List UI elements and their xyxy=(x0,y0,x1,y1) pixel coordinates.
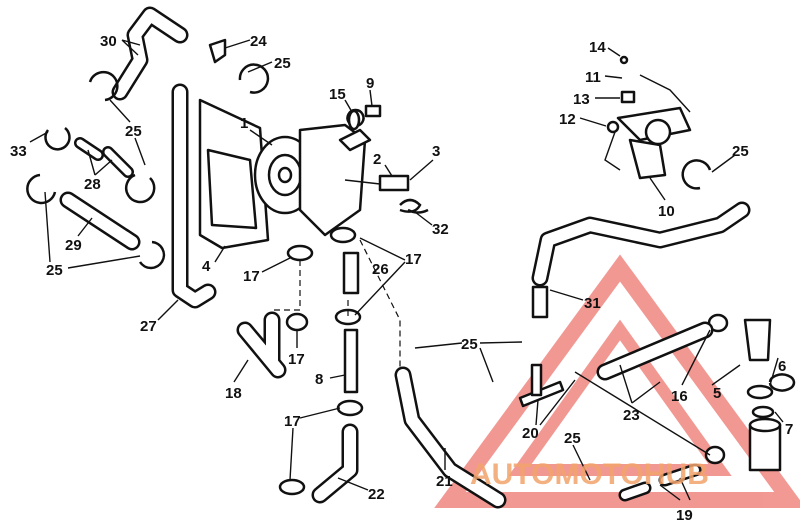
label-23: 23 xyxy=(623,407,640,424)
label-25: 25 xyxy=(125,123,142,140)
gasket-plate-4 xyxy=(198,98,270,250)
label-17: 17 xyxy=(405,251,422,268)
label-10: 10 xyxy=(658,203,675,220)
label-20: 20 xyxy=(522,425,539,442)
label-28: 28 xyxy=(84,176,101,193)
leader-lines xyxy=(29,39,784,501)
hose-23 xyxy=(596,321,714,381)
label-27: 27 xyxy=(140,318,157,335)
hose-19 xyxy=(618,463,702,502)
label-6: 6 xyxy=(778,358,786,375)
hose-26 xyxy=(342,251,360,394)
label-29: 29 xyxy=(65,237,82,254)
label-17: 17 xyxy=(288,351,305,368)
tee-fitting-20 xyxy=(518,363,565,408)
watermark-text: AUTOMOTOHUB xyxy=(470,458,709,491)
label-17: 17 xyxy=(243,268,260,285)
label-21: 21 xyxy=(436,473,453,490)
label-26: 26 xyxy=(372,261,389,278)
label-25: 25 xyxy=(274,55,291,72)
label-3: 3 xyxy=(432,143,440,160)
label-15: 15 xyxy=(329,86,346,103)
label-33: 33 xyxy=(10,143,27,160)
label-11: 11 xyxy=(585,69,601,86)
label-13: 13 xyxy=(573,91,590,108)
label-9: 9 xyxy=(366,75,374,92)
electric-pump-10 xyxy=(604,55,692,180)
small-parts xyxy=(208,38,429,214)
label-4: 4 xyxy=(202,258,211,275)
label-25: 25 xyxy=(564,430,581,447)
hose-21 xyxy=(394,366,507,509)
label-12: 12 xyxy=(559,111,576,128)
hose-clamps-17 xyxy=(278,226,729,496)
hose-29 xyxy=(59,191,141,251)
clamps xyxy=(26,63,796,392)
hose-18 xyxy=(236,311,287,379)
routing-lines xyxy=(272,239,401,370)
label-32: 32 xyxy=(432,221,449,238)
fuel-pump-1 xyxy=(253,108,372,237)
label-25: 25 xyxy=(732,143,749,160)
label-1: 1 xyxy=(240,115,248,132)
label-7: 7 xyxy=(785,421,793,438)
label-30: 30 xyxy=(100,33,117,50)
fuel-filter xyxy=(743,318,782,472)
label-19: 19 xyxy=(676,507,693,524)
hose-22 xyxy=(311,423,359,504)
label-18: 18 xyxy=(225,385,242,402)
hose-16 xyxy=(574,371,711,456)
label-16: 16 xyxy=(671,388,688,405)
label-2: 2 xyxy=(373,151,381,168)
hose-30 xyxy=(111,6,189,101)
hose-31 xyxy=(531,201,751,319)
label-14: 14 xyxy=(589,39,606,56)
part-labels: 30 24 25 15 9 1 3 2 33 25 28 32 29 25 4 … xyxy=(10,33,793,524)
label-22: 22 xyxy=(368,486,385,503)
tube-28 xyxy=(74,137,134,178)
label-25: 25 xyxy=(461,336,478,353)
label-8: 8 xyxy=(315,371,323,388)
label-17: 17 xyxy=(284,413,301,430)
label-5: 5 xyxy=(713,385,721,402)
label-24: 24 xyxy=(250,33,267,50)
label-25: 25 xyxy=(46,262,63,279)
label-31: 31 xyxy=(584,295,601,312)
tube-27 xyxy=(171,83,217,309)
